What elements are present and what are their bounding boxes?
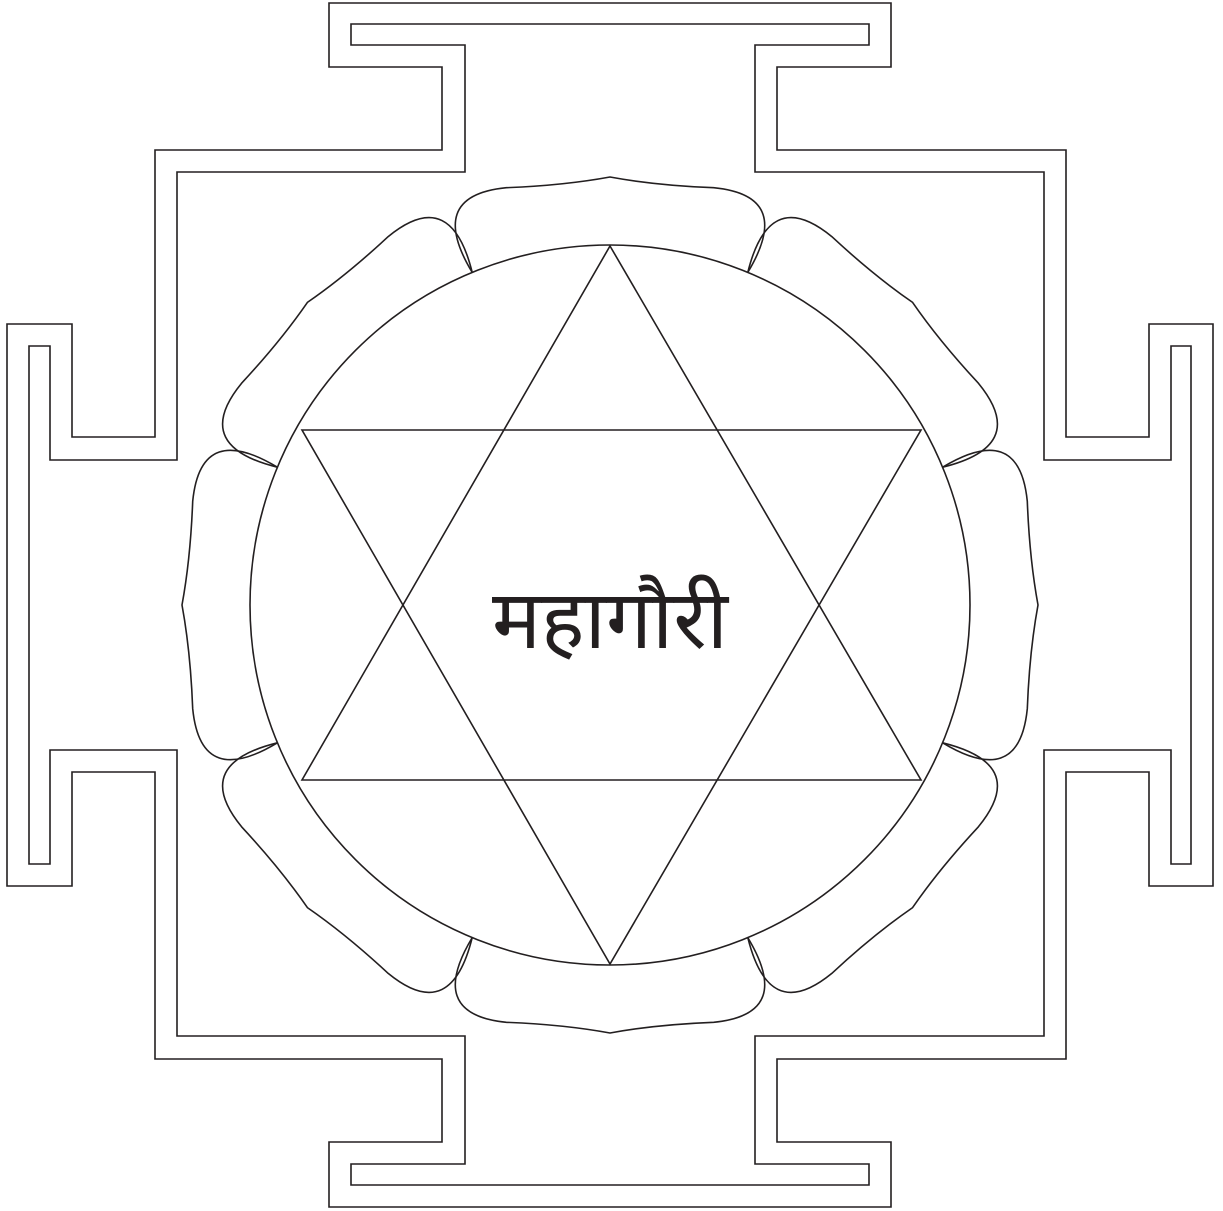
lotus-petal [455, 938, 764, 1033]
lotus-petal [455, 177, 764, 272]
deity-name-label: महागौरी [492, 573, 730, 668]
lotus-petal [943, 450, 1038, 759]
upward-triangle [302, 246, 921, 780]
lotus-petal [182, 450, 277, 759]
downward-triangle [302, 430, 921, 964]
